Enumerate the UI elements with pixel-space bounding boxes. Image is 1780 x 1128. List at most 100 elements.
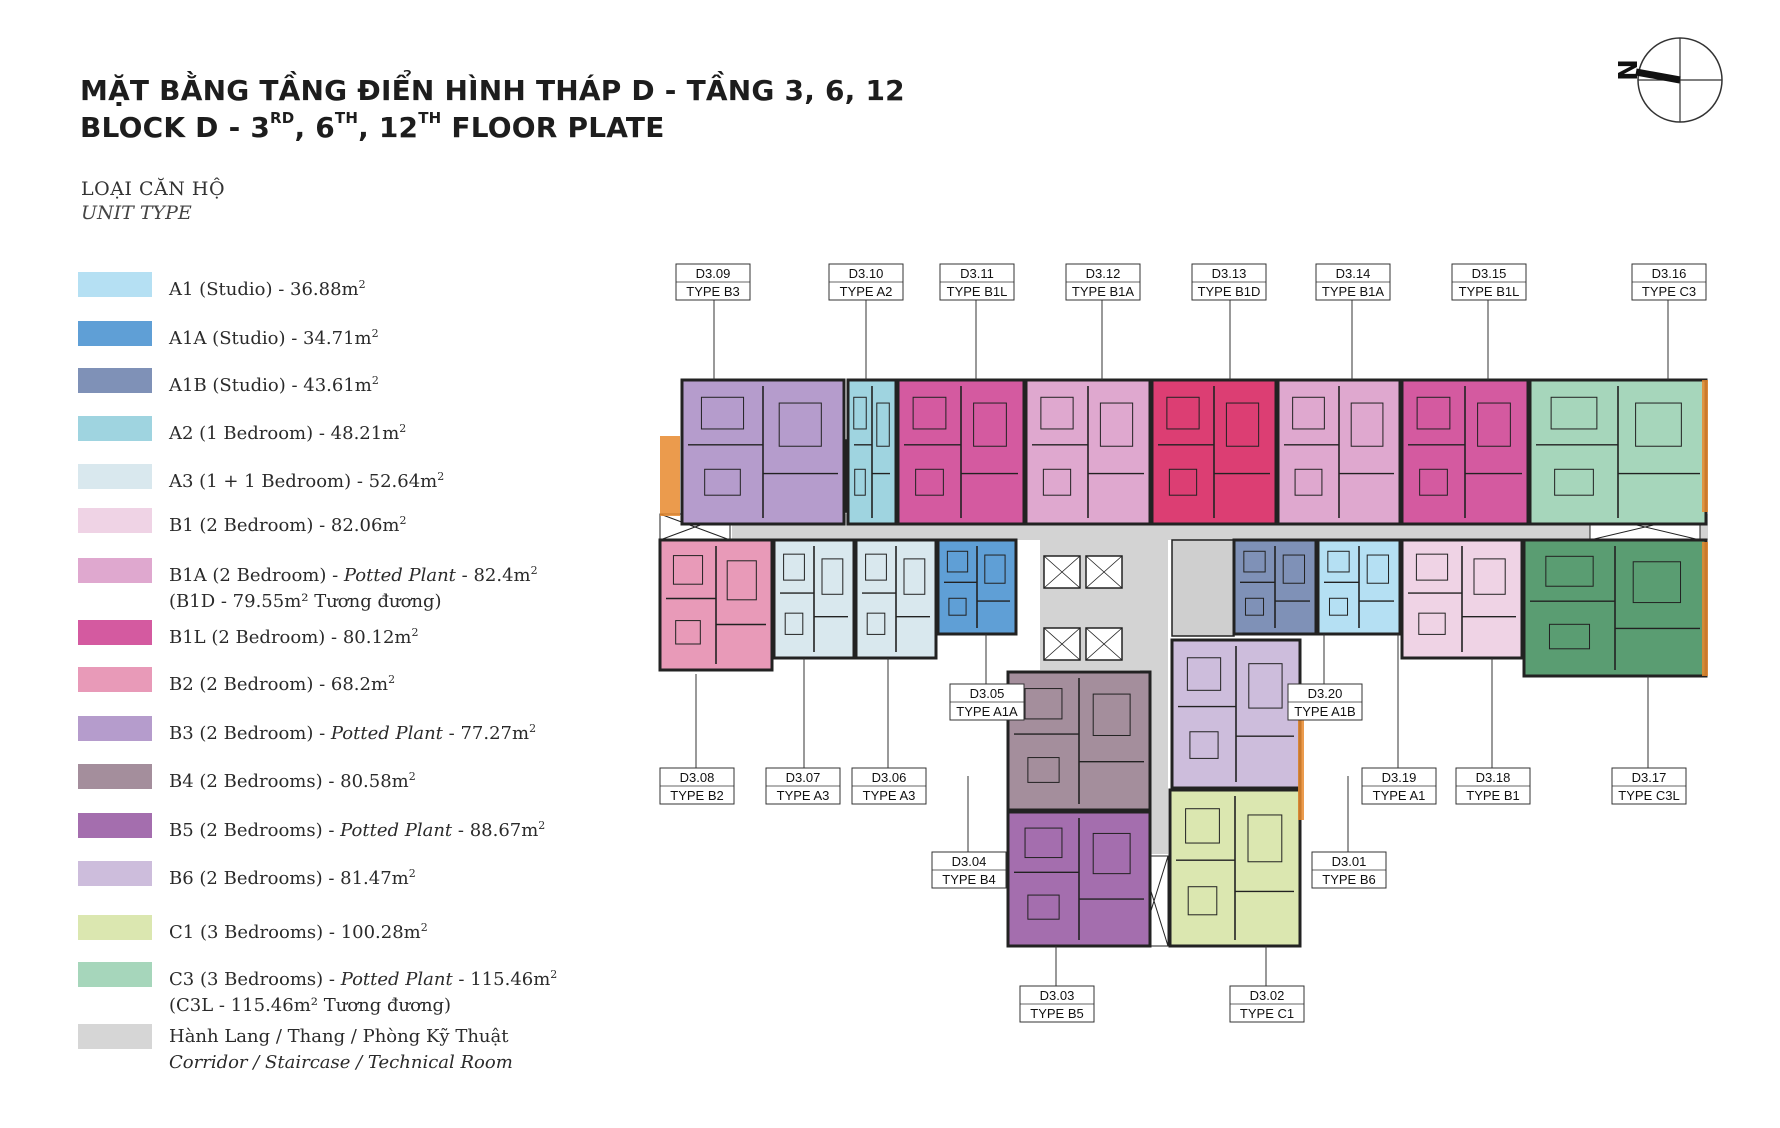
- unit-code: D3.19: [1382, 770, 1417, 785]
- legend-area-unit-sup: 2: [408, 770, 416, 783]
- legend-label-line: B6 (2 Bedrooms) - 81.47m2: [169, 861, 416, 892]
- furniture-sofa: [1187, 886, 1218, 916]
- unit-type: TYPE B1L: [1459, 284, 1520, 299]
- unit-type: TYPE B3: [686, 284, 739, 299]
- legend-area: 115.46m: [470, 969, 551, 990]
- furniture-sofa: [915, 468, 944, 496]
- unit-code: D3.01: [1332, 854, 1367, 869]
- furniture-sofa: [866, 612, 886, 635]
- furniture-bed: [1248, 663, 1283, 709]
- legend-label-line-2: (C3L - 115.46m² Tương đương): [169, 995, 452, 1016]
- page-title: MẶT BẰNG TẦNG ĐIỂN HÌNH THÁP D - TẦNG 3,…: [80, 72, 905, 146]
- furniture-bed: [1099, 402, 1134, 447]
- furniture-bed: [1247, 814, 1283, 863]
- legend-label-line: A1B (Studio) - 43.61m2: [169, 368, 379, 399]
- furniture-bed: [1024, 827, 1063, 859]
- legend-text: -: [455, 565, 474, 586]
- furniture-sofa: [854, 468, 866, 496]
- legend-text: B1A (2 Bedroom) -: [169, 565, 344, 586]
- legend-label-line: C3 (3 Bedrooms) - Potted Plant - 115.46m…: [169, 962, 557, 993]
- unit-type: TYPE B6: [1322, 872, 1375, 887]
- unit-type: TYPE B5: [1030, 1006, 1083, 1021]
- legend-swatch: [78, 861, 152, 886]
- furniture-bed: [853, 396, 867, 430]
- legend-area: 68.2m: [330, 674, 389, 695]
- unit-code: D3.17: [1632, 770, 1667, 785]
- legend-label-line: B5 (2 Bedrooms) - Potted Plant - 88.67m2: [169, 813, 545, 844]
- elevator-shaft-line: [1085, 555, 1123, 589]
- legend-label: A1A (Studio) - 34.71m2: [169, 321, 379, 352]
- legend-area-unit-sup: 2: [399, 422, 407, 435]
- facade-accent: [1702, 542, 1708, 676]
- furniture-sofa: [1027, 757, 1060, 783]
- legend-label: B3 (2 Bedroom) - Potted Plant - 77.27m2: [169, 716, 536, 747]
- legend-label-line: B1A (2 Bedroom) - Potted Plant - 82.4m2: [169, 558, 538, 589]
- legend-text-italic: Potted Plant: [343, 565, 456, 586]
- legend-text: B1 (2 Bedroom) -: [169, 515, 331, 536]
- unit-code: D3.02: [1250, 988, 1285, 1003]
- unit-code: D3.20: [1308, 686, 1343, 701]
- furniture-sofa: [1294, 468, 1323, 496]
- furniture-bed: [1186, 657, 1222, 691]
- furniture-sofa: [1554, 468, 1594, 496]
- unit-type: TYPE A1A: [956, 704, 1018, 719]
- title-sup: TH: [418, 109, 442, 127]
- furniture-bed: [1282, 554, 1306, 584]
- title-part: , 12: [358, 111, 419, 144]
- legend-area: 48.21m: [330, 423, 400, 444]
- legend-text: A2 (1 Bedroom) -: [169, 423, 331, 444]
- furniture-bed: [1225, 402, 1260, 447]
- furniture-sofa: [1328, 597, 1349, 616]
- legend-text: -: [452, 820, 470, 841]
- furniture-bed: [1092, 832, 1131, 875]
- furniture-bed: [1350, 402, 1384, 447]
- legend-area: 82.4m: [473, 565, 531, 586]
- furniture-bed: [1632, 561, 1682, 604]
- legend-text: A1 (Studio) -: [169, 279, 291, 300]
- facade-accent: [660, 436, 680, 516]
- title-sup: TH: [334, 109, 359, 127]
- legend-swatch: [78, 716, 152, 741]
- unit-code: D3.14: [1336, 266, 1371, 281]
- legend-area: 43.61m: [303, 375, 372, 396]
- legend-area-unit-sup: 2: [399, 514, 407, 527]
- legend-text: -: [442, 723, 461, 744]
- furniture-bed: [1092, 693, 1131, 736]
- furniture-sofa: [1189, 731, 1219, 759]
- legend-header-vi: LOẠI CĂN HỘ: [81, 178, 226, 200]
- legend-area-unit-sup: 2: [529, 722, 537, 735]
- legend-label: B6 (2 Bedrooms) - 81.47m2: [169, 861, 416, 892]
- title-part: FLOOR PLATE: [441, 111, 665, 144]
- legend-swatch: [78, 1024, 152, 1049]
- legend-swatch: [78, 962, 152, 987]
- legend-area-unit-sup: 2: [358, 278, 366, 291]
- furniture-bed: [1185, 808, 1220, 844]
- legend-swatch: [78, 915, 152, 940]
- legend-text: B6 (2 Bedrooms) -: [169, 868, 341, 889]
- unit-code: D3.03: [1040, 988, 1075, 1003]
- legend-swatch: [78, 368, 152, 393]
- title-part: BLOCK D - 3: [80, 111, 271, 144]
- unit-type: TYPE C1: [1240, 1006, 1294, 1021]
- furniture-sofa: [1042, 468, 1072, 496]
- legend-header-en: UNIT TYPE: [81, 202, 192, 224]
- furniture-bed: [672, 555, 704, 585]
- unit-type: TYPE B1A: [1322, 284, 1384, 299]
- legend-text: -: [452, 969, 471, 990]
- unit-type: TYPE A1B: [1294, 704, 1355, 719]
- legend-label: B4 (2 Bedrooms) - 80.58m2: [169, 764, 416, 795]
- legend-label-line: A3 (1 + 1 Bedroom) - 52.64m2: [169, 464, 444, 495]
- furniture-bed: [726, 560, 757, 601]
- legend-text: C1 (3 Bedrooms) -: [169, 922, 341, 943]
- legend-area-unit-sup: 2: [550, 968, 558, 981]
- furniture-bed: [1473, 558, 1506, 595]
- furniture-bed: [1327, 550, 1350, 573]
- unit-code: D3.18: [1476, 770, 1511, 785]
- legend-swatch: [78, 620, 152, 645]
